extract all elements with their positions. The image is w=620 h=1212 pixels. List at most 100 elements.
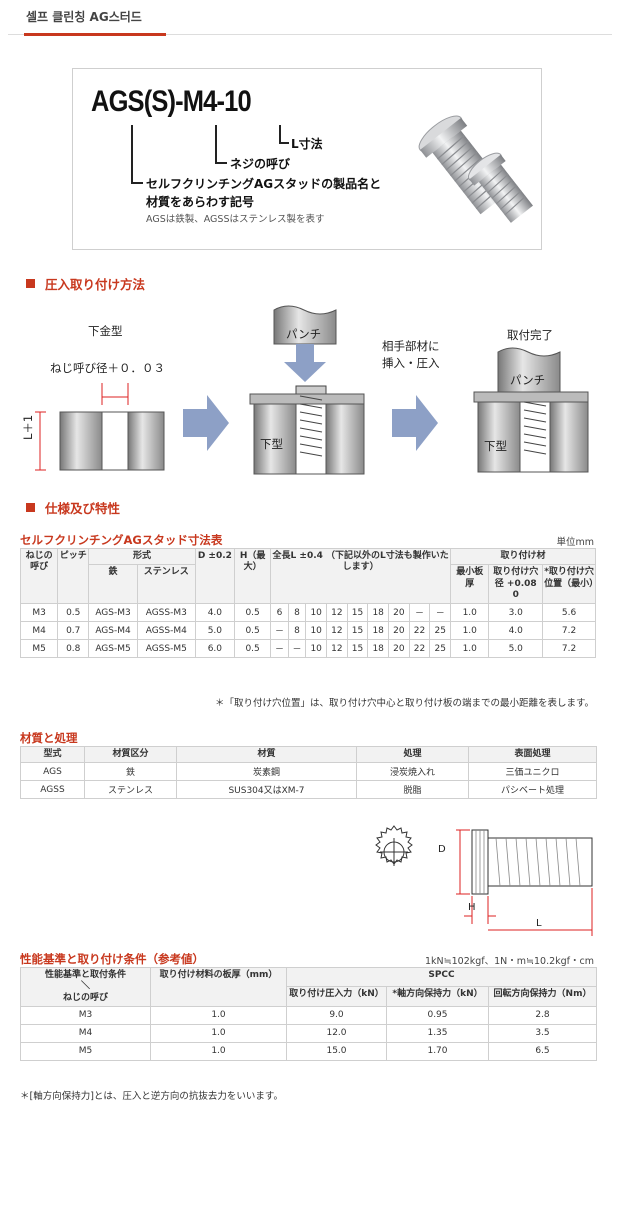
part-code: AGS(S)-M4-10 (91, 85, 252, 118)
label-length: L寸法 (291, 137, 323, 151)
header-rot: 回転方向保持力（Nm） (488, 986, 597, 1007)
material-note: AGSは鉄製、AGSSはステンレス製を表す (146, 214, 325, 225)
cell-h: 0.5 (234, 603, 272, 622)
cell-length: 15 (346, 621, 369, 640)
perf-cell: 9.0 (286, 1005, 387, 1025)
drawing-h-label: H (468, 902, 476, 913)
cell-length: － (270, 639, 289, 658)
material-cell: AGSS (20, 780, 85, 800)
perf-cell: 3.5 (488, 1023, 597, 1043)
stud-photo-icon (418, 115, 533, 223)
header-type-iron: 鉄 (88, 564, 138, 604)
label-product-1: セルフクリンチングAGスタッドの製品名と (146, 177, 382, 191)
perf-cell: 1.70 (386, 1041, 489, 1061)
code-line-length-h (279, 142, 289, 144)
header-pitch: ピッチ (57, 548, 90, 604)
done-label: 取付完了 (507, 328, 553, 342)
title-divider (8, 34, 612, 35)
cell-length: 12 (326, 639, 348, 658)
cell-hole: 5.0 (488, 639, 544, 658)
step2-label-2: 挿入・圧入 (382, 356, 440, 370)
cell-length: － (287, 639, 307, 658)
code-line-product-v (131, 125, 133, 183)
cell-length: 20 (388, 621, 410, 640)
material-cell: AGS (20, 762, 85, 782)
cell-min-plate: 1.0 (450, 639, 490, 658)
perf-cell: M5 (20, 1041, 151, 1061)
perf-cell: M3 (20, 1005, 151, 1025)
cell-length: 12 (326, 603, 348, 622)
header-axial: *軸方向保持力（kN） (386, 986, 489, 1007)
cell-length: 20 (388, 603, 410, 622)
cell-iron: AGS-M3 (88, 603, 138, 622)
cell-iron: AGS-M5 (88, 639, 138, 658)
section-marker-icon (26, 279, 35, 288)
perf-footnote: ＊[軸方向保持力]とは、圧入と逆方向の抗抜去力をいいます。 (20, 1091, 283, 1102)
perf-cell: 0.95 (386, 1005, 489, 1025)
cell-length: 10 (305, 603, 327, 622)
step-arrow-1-icon (183, 395, 229, 451)
header-thread: ねじの呼び (19, 548, 59, 604)
header-length: 全長L ±0.4 （下記以外のL寸法も製作いたします） (270, 548, 452, 604)
cell-length: 22 (408, 639, 431, 658)
cell-stainless: AGSS-M4 (136, 621, 196, 640)
cell-iron: AGS-M4 (88, 621, 138, 640)
cell-length: － (429, 603, 452, 622)
cell-pitch: 0.7 (57, 621, 90, 640)
material-header: 処理 (356, 745, 469, 764)
stud-technical-drawing (375, 825, 593, 936)
drawing-d-label: D (438, 844, 446, 855)
material-cell: 鉄 (84, 762, 177, 782)
material-cell: 浸炭焼入れ (356, 762, 469, 782)
header-plate: 取り付け材料の板厚（mm） (150, 967, 287, 1007)
cell-length: 15 (346, 639, 369, 658)
cell-length: － (408, 603, 431, 622)
material-cell: SUS304又はXM-7 (176, 780, 357, 800)
header-mount: 取り付け材 (450, 547, 596, 566)
cell-length: 6 (270, 603, 289, 622)
hole-label: ねじ呼び径＋０．０３ (50, 361, 165, 375)
title-accent-bar (24, 33, 166, 36)
cell-pitch: 0.5 (57, 603, 90, 622)
code-line-thread-h (215, 162, 227, 164)
cell-hole: 3.0 (488, 603, 544, 622)
material-cell: ステンレス (84, 780, 177, 800)
label-product-2: 材質をあらわす記号 (146, 195, 255, 209)
cell-hole-pos: 5.6 (542, 603, 596, 622)
cell-hole-pos: 7.2 (542, 621, 596, 640)
cell-h: 0.5 (234, 639, 272, 658)
perf-cell: 1.35 (386, 1023, 489, 1043)
cell-length: 18 (367, 603, 390, 622)
lower-die-label-step2: 下型 (260, 437, 283, 451)
header-h: H（最大） (234, 548, 272, 604)
part-code-card: AGS(S)-M4-10 L寸法 ネジの呼び セルフクリンチングAGスタッドの製… (72, 68, 542, 250)
perf-cell: 2.8 (488, 1005, 597, 1025)
material-header: 材質 (176, 745, 357, 764)
header-cond: 性能基準と取付条件 ＼ ねじの呼び (20, 967, 151, 1007)
die-label: 下金型 (88, 324, 123, 338)
perf-cell: 12.0 (286, 1023, 387, 1043)
material-header: 型式 (20, 745, 85, 764)
perf-cell: 6.5 (488, 1041, 597, 1061)
drawing-l-label: L (536, 918, 542, 929)
header-d: D ±0.2 (194, 548, 236, 604)
header-type-stainless: ステンレス (136, 564, 196, 604)
material-cell: 脱脂 (356, 780, 469, 800)
material-header: 材質区分 (84, 745, 177, 764)
perf-table: 性能基準と取付条件 ＼ ねじの呼び 取り付け材料の板厚（mm） SPCC 取り付… (20, 966, 597, 1061)
header-hole: 取り付け穴径 +0.08 0 (488, 564, 544, 604)
code-line-thread-v (215, 125, 217, 163)
cell-length: 12 (326, 621, 348, 640)
perf-cell: 1.0 (150, 1023, 287, 1043)
perf-cell: 1.0 (150, 1005, 287, 1025)
code-line-product-h (131, 182, 143, 184)
dims-table: ねじの呼び ピッチ 形式 D ±0.2 H（最大） 全長L ±0.4 （下記以外… (19, 547, 598, 658)
